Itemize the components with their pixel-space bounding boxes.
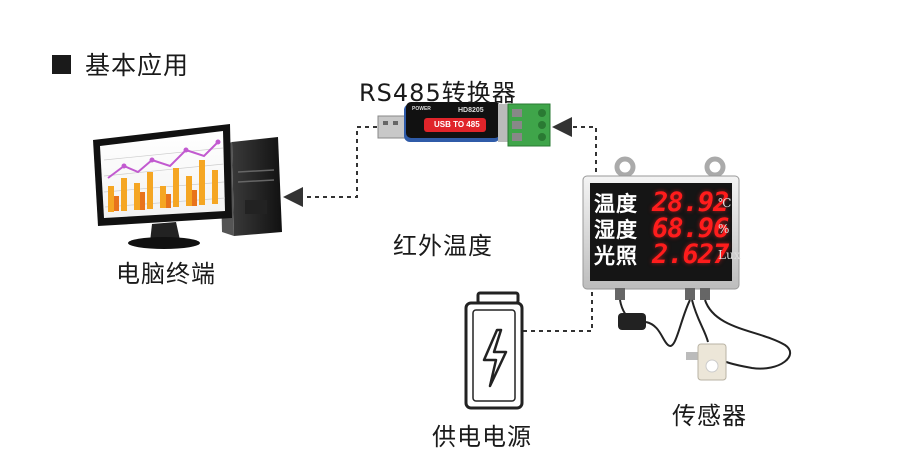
label-sensor: 传感器 xyxy=(672,402,747,430)
panel-row-light: 光照 2.627 Lux xyxy=(594,239,740,270)
bullet-square-icon xyxy=(52,54,71,74)
panel-hanging-rings xyxy=(614,156,726,178)
sensor-probe-icon xyxy=(686,299,792,381)
panel-row-unit: % xyxy=(718,221,730,236)
section-title-text: 基本应用 xyxy=(85,51,190,80)
rs485-converter-icon xyxy=(377,102,551,147)
converter-power-text: POWER xyxy=(412,106,431,112)
label-infrared-temperature: 红外温度 xyxy=(393,232,493,260)
converter-body-text: USB TO 485 xyxy=(434,120,480,129)
display-panel-screen xyxy=(590,183,732,281)
panel-row-name: 光照 xyxy=(594,243,638,268)
panel-to-converter-line xyxy=(552,117,597,172)
label-power-supply: 供电电源 xyxy=(432,423,532,451)
power-adapter-icon xyxy=(618,299,691,347)
label-rs485-converter: RS485转换器 xyxy=(359,79,517,107)
section-title: 基本应用 xyxy=(52,46,189,82)
converter-model-text: HD8205 xyxy=(458,107,484,114)
label-computer-terminal: 电脑终端 xyxy=(116,260,216,288)
power-supply-battery-icon xyxy=(464,291,524,410)
computer-terminal-icon xyxy=(93,124,282,249)
panel-row-unit: ℃ xyxy=(718,195,732,210)
power-to-panel-line xyxy=(523,290,593,332)
usb-to-computer-line xyxy=(283,126,385,207)
panel-row-name: 湿度 xyxy=(594,217,638,242)
connector-lines xyxy=(283,117,597,332)
panel-row-unit: Lux xyxy=(718,247,741,262)
panel-row-name: 温度 xyxy=(594,191,638,216)
panel-row-value: 2.627 xyxy=(652,239,729,270)
panel-row-temperature: 温度 28.92 ℃ xyxy=(594,187,731,218)
panel-row-humidity: 湿度 68.96 % xyxy=(594,213,729,244)
